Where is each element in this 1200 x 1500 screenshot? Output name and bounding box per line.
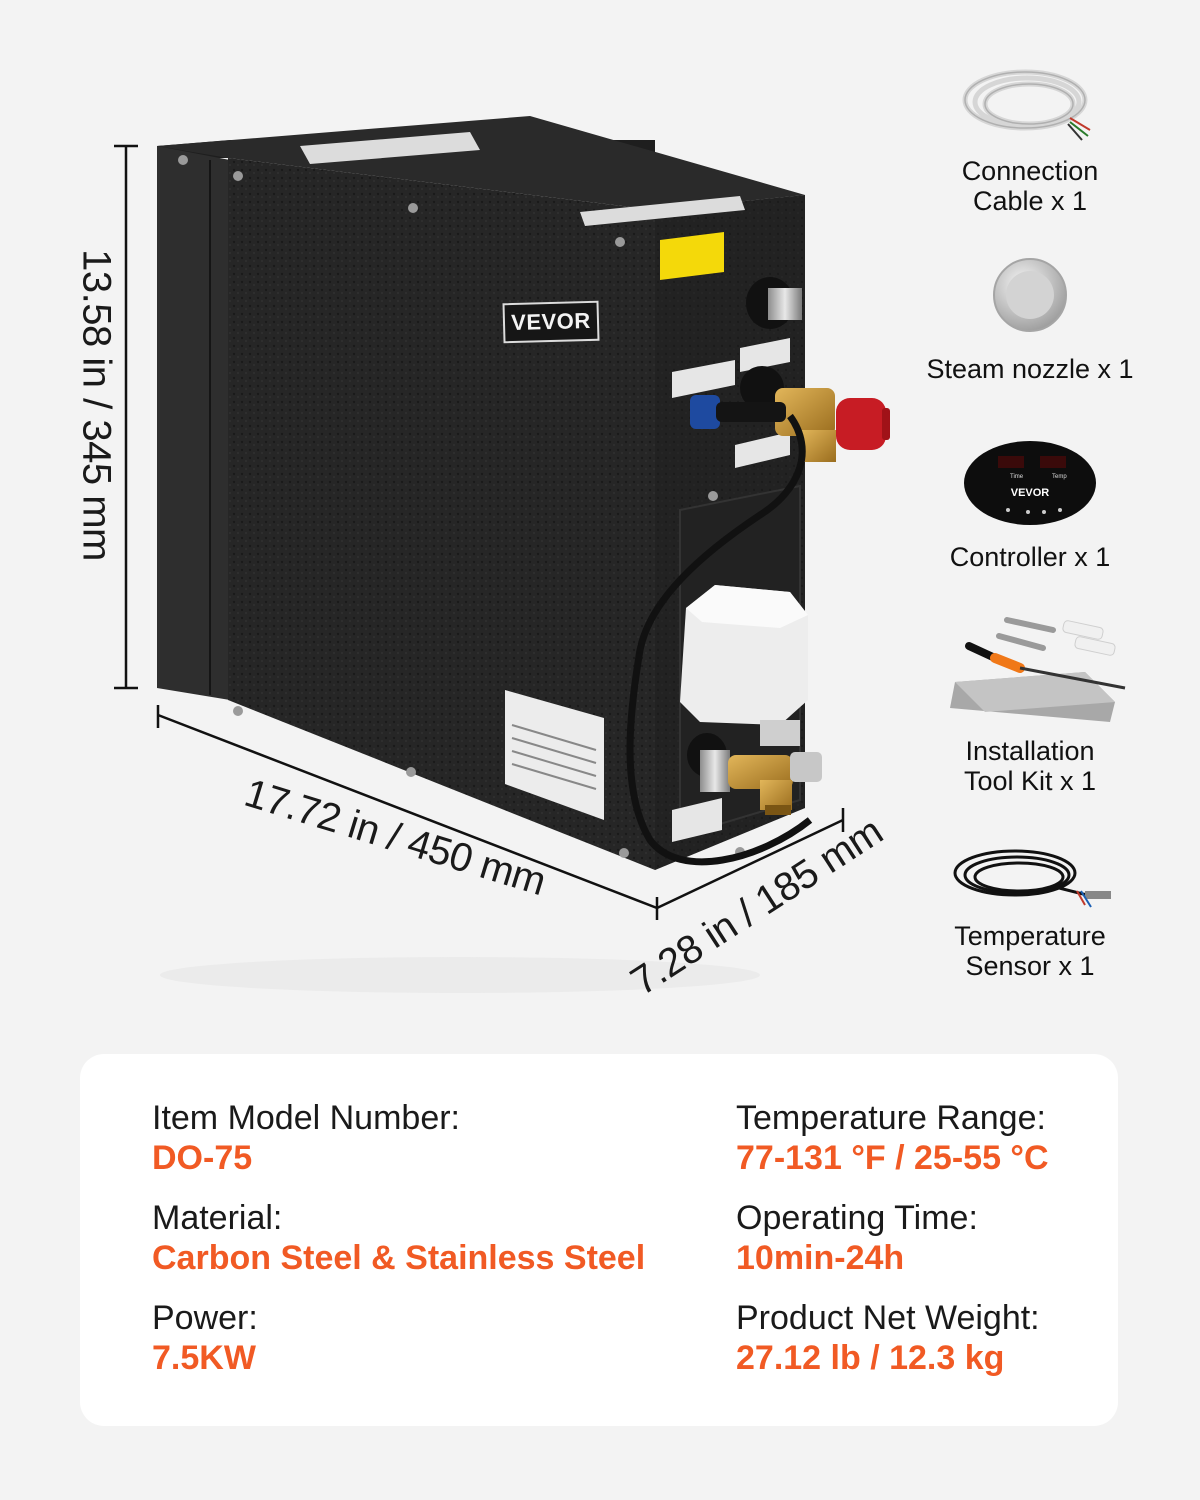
dimension-lines [114,144,845,920]
product-stage: VEVOR 13.58 in / 345 mm 17.72 in / 450 m… [74,116,890,1004]
spec-value: DO-75 [152,1139,253,1177]
accessory-label: Installation Tool Kit x 1 [963,736,1097,796]
cable-coil-icon [962,69,1091,141]
spec-power: Power: 7.5KW [152,1298,645,1378]
spec-model: Item Model Number: DO-75 [152,1098,645,1178]
height-dimension-label: 13.58 in / 345 mm [74,249,119,561]
spec-label: Temperature Range: [736,1099,1046,1137]
spec-material: Material: Carbon Steel & Stainless Steel [152,1198,645,1278]
controller-panel-icon: Time Temp VEVOR [964,441,1096,525]
spec-temperature: Temperature Range: 77-131 °F / 25-55 °C [736,1098,1049,1178]
svg-text:Temp: Temp [1052,474,1067,480]
accessory-controller: Time Temp VEVOR Controller x 1 [900,438,1160,572]
spec-value: 7.5KW [152,1339,256,1377]
spec-operating-time: Operating Time: 10min-24h [736,1198,1049,1278]
spec-label: Product Net Weight: [736,1299,1040,1337]
accessory-label: Connection Cable x 1 [961,156,1099,216]
spec-label: Power: [152,1299,258,1337]
svg-text:Time: Time [1010,474,1024,480]
spec-label: Material: [152,1199,283,1237]
spec-label: Operating Time: [736,1199,978,1237]
spec-value: 10min-24h [736,1239,905,1277]
steam-nozzle-icon [993,258,1067,332]
accessory-tool-kit: Installation Tool Kit x 1 [900,610,1160,796]
accessory-steam-nozzle: Steam nozzle x 1 [900,250,1160,384]
spec-label: Item Model Number: [152,1099,460,1137]
brand-logo: VEVOR [502,300,600,344]
accessory-connection-cable: Connection Cable x 1 [900,60,1160,216]
accessory-label: Controller x 1 [949,542,1111,572]
svg-text:VEVOR: VEVOR [1011,487,1050,499]
tool-kit-icon [950,617,1126,722]
spec-column-right: Temperature Range: 77-131 °F / 25-55 °C … [736,1098,1049,1398]
spec-column-left: Item Model Number: DO-75 Material: Carbo… [152,1098,645,1398]
specifications-card: Item Model Number: DO-75 Material: Carbo… [80,1054,1118,1426]
temperature-sensor-icon [953,849,1111,908]
accessory-label: Steam nozzle x 1 [926,354,1134,384]
accessory-temperature-sensor: Temperature Sensor x 1 [900,835,1160,981]
spec-value: Carbon Steel & Stainless Steel [152,1239,646,1277]
spec-value: 77-131 °F / 25-55 °C [736,1139,1049,1177]
accessory-label: Temperature Sensor x 1 [954,921,1106,981]
spec-weight: Product Net Weight: 27.12 lb / 12.3 kg [736,1298,1049,1378]
spec-value: 27.12 lb / 12.3 kg [736,1339,1005,1377]
